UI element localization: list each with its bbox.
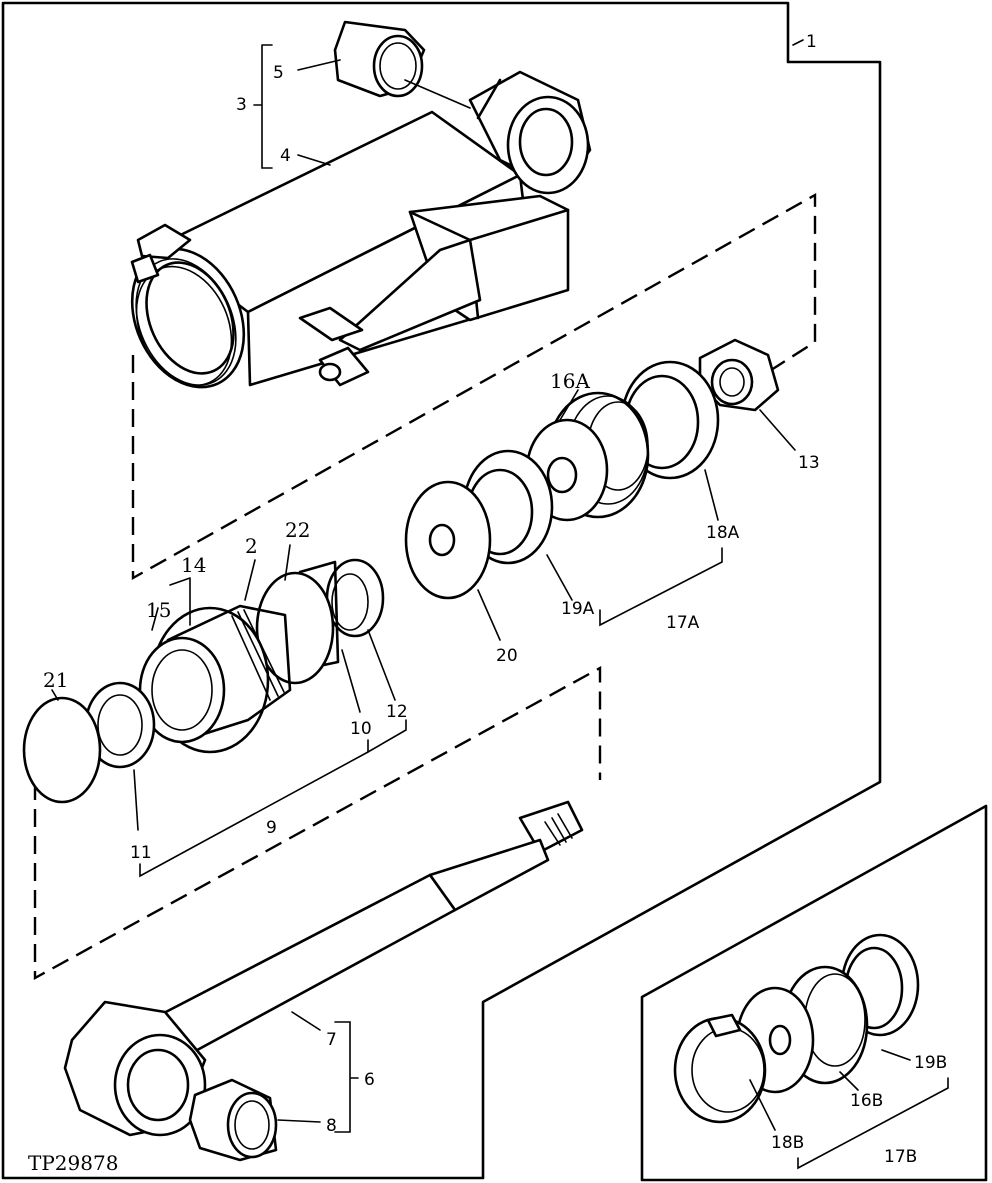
barrel-eye bbox=[468, 70, 592, 195]
bushing-8 bbox=[188, 1078, 278, 1162]
leader-lines bbox=[51, 39, 949, 1170]
callout-3: 3 bbox=[236, 95, 247, 115]
callout-9: 9 bbox=[266, 818, 277, 838]
callout-17b: 17B bbox=[884, 1147, 917, 1167]
callout-16b: 16B bbox=[850, 1091, 883, 1111]
cylinder-barrel bbox=[130, 110, 570, 389]
callout-10: 10 bbox=[350, 719, 372, 739]
callout-15: 15 bbox=[146, 598, 171, 622]
callout-19a: 19A bbox=[561, 599, 595, 619]
inset-box-17b bbox=[640, 804, 988, 1182]
callout-2: 2 bbox=[245, 534, 258, 558]
callout-16a: 16A bbox=[550, 369, 590, 393]
callout-8: 8 bbox=[326, 1116, 337, 1136]
callout-20: 20 bbox=[496, 646, 518, 666]
callout-labels: 1 3 5 4 16A 13 18A 19A 17A 20 14 2 22 15… bbox=[28, 32, 947, 1175]
callout-5: 5 bbox=[273, 63, 284, 83]
callout-18b: 18B bbox=[771, 1133, 804, 1153]
nut-13 bbox=[698, 338, 780, 412]
seal-kit-17a bbox=[404, 360, 720, 600]
piston-assembly-9 bbox=[22, 558, 385, 804]
callout-1: 1 bbox=[806, 32, 817, 52]
callout-11: 11 bbox=[130, 843, 152, 863]
callout-6: 6 bbox=[364, 1070, 375, 1090]
callout-7: 7 bbox=[326, 1030, 337, 1050]
callout-13: 13 bbox=[798, 453, 820, 473]
assembly-boundary bbox=[1, 1, 882, 1180]
callout-17a: 17A bbox=[666, 613, 700, 633]
callout-12: 12 bbox=[386, 702, 408, 722]
piston-rod bbox=[158, 800, 584, 1057]
callout-18a: 18A bbox=[706, 523, 740, 543]
callout-21: 21 bbox=[43, 668, 68, 692]
callout-19b: 19B bbox=[914, 1053, 947, 1073]
callout-4: 4 bbox=[280, 146, 291, 166]
callout-14: 14 bbox=[181, 553, 206, 577]
rod-eye-6 bbox=[63, 1000, 207, 1137]
bushing-5 bbox=[333, 20, 471, 109]
figure-code: TP29878 bbox=[28, 1151, 118, 1175]
callout-22: 22 bbox=[285, 518, 310, 542]
seal-kit-17b bbox=[673, 933, 920, 1124]
dashed-assembly-lines bbox=[33, 192, 817, 981]
